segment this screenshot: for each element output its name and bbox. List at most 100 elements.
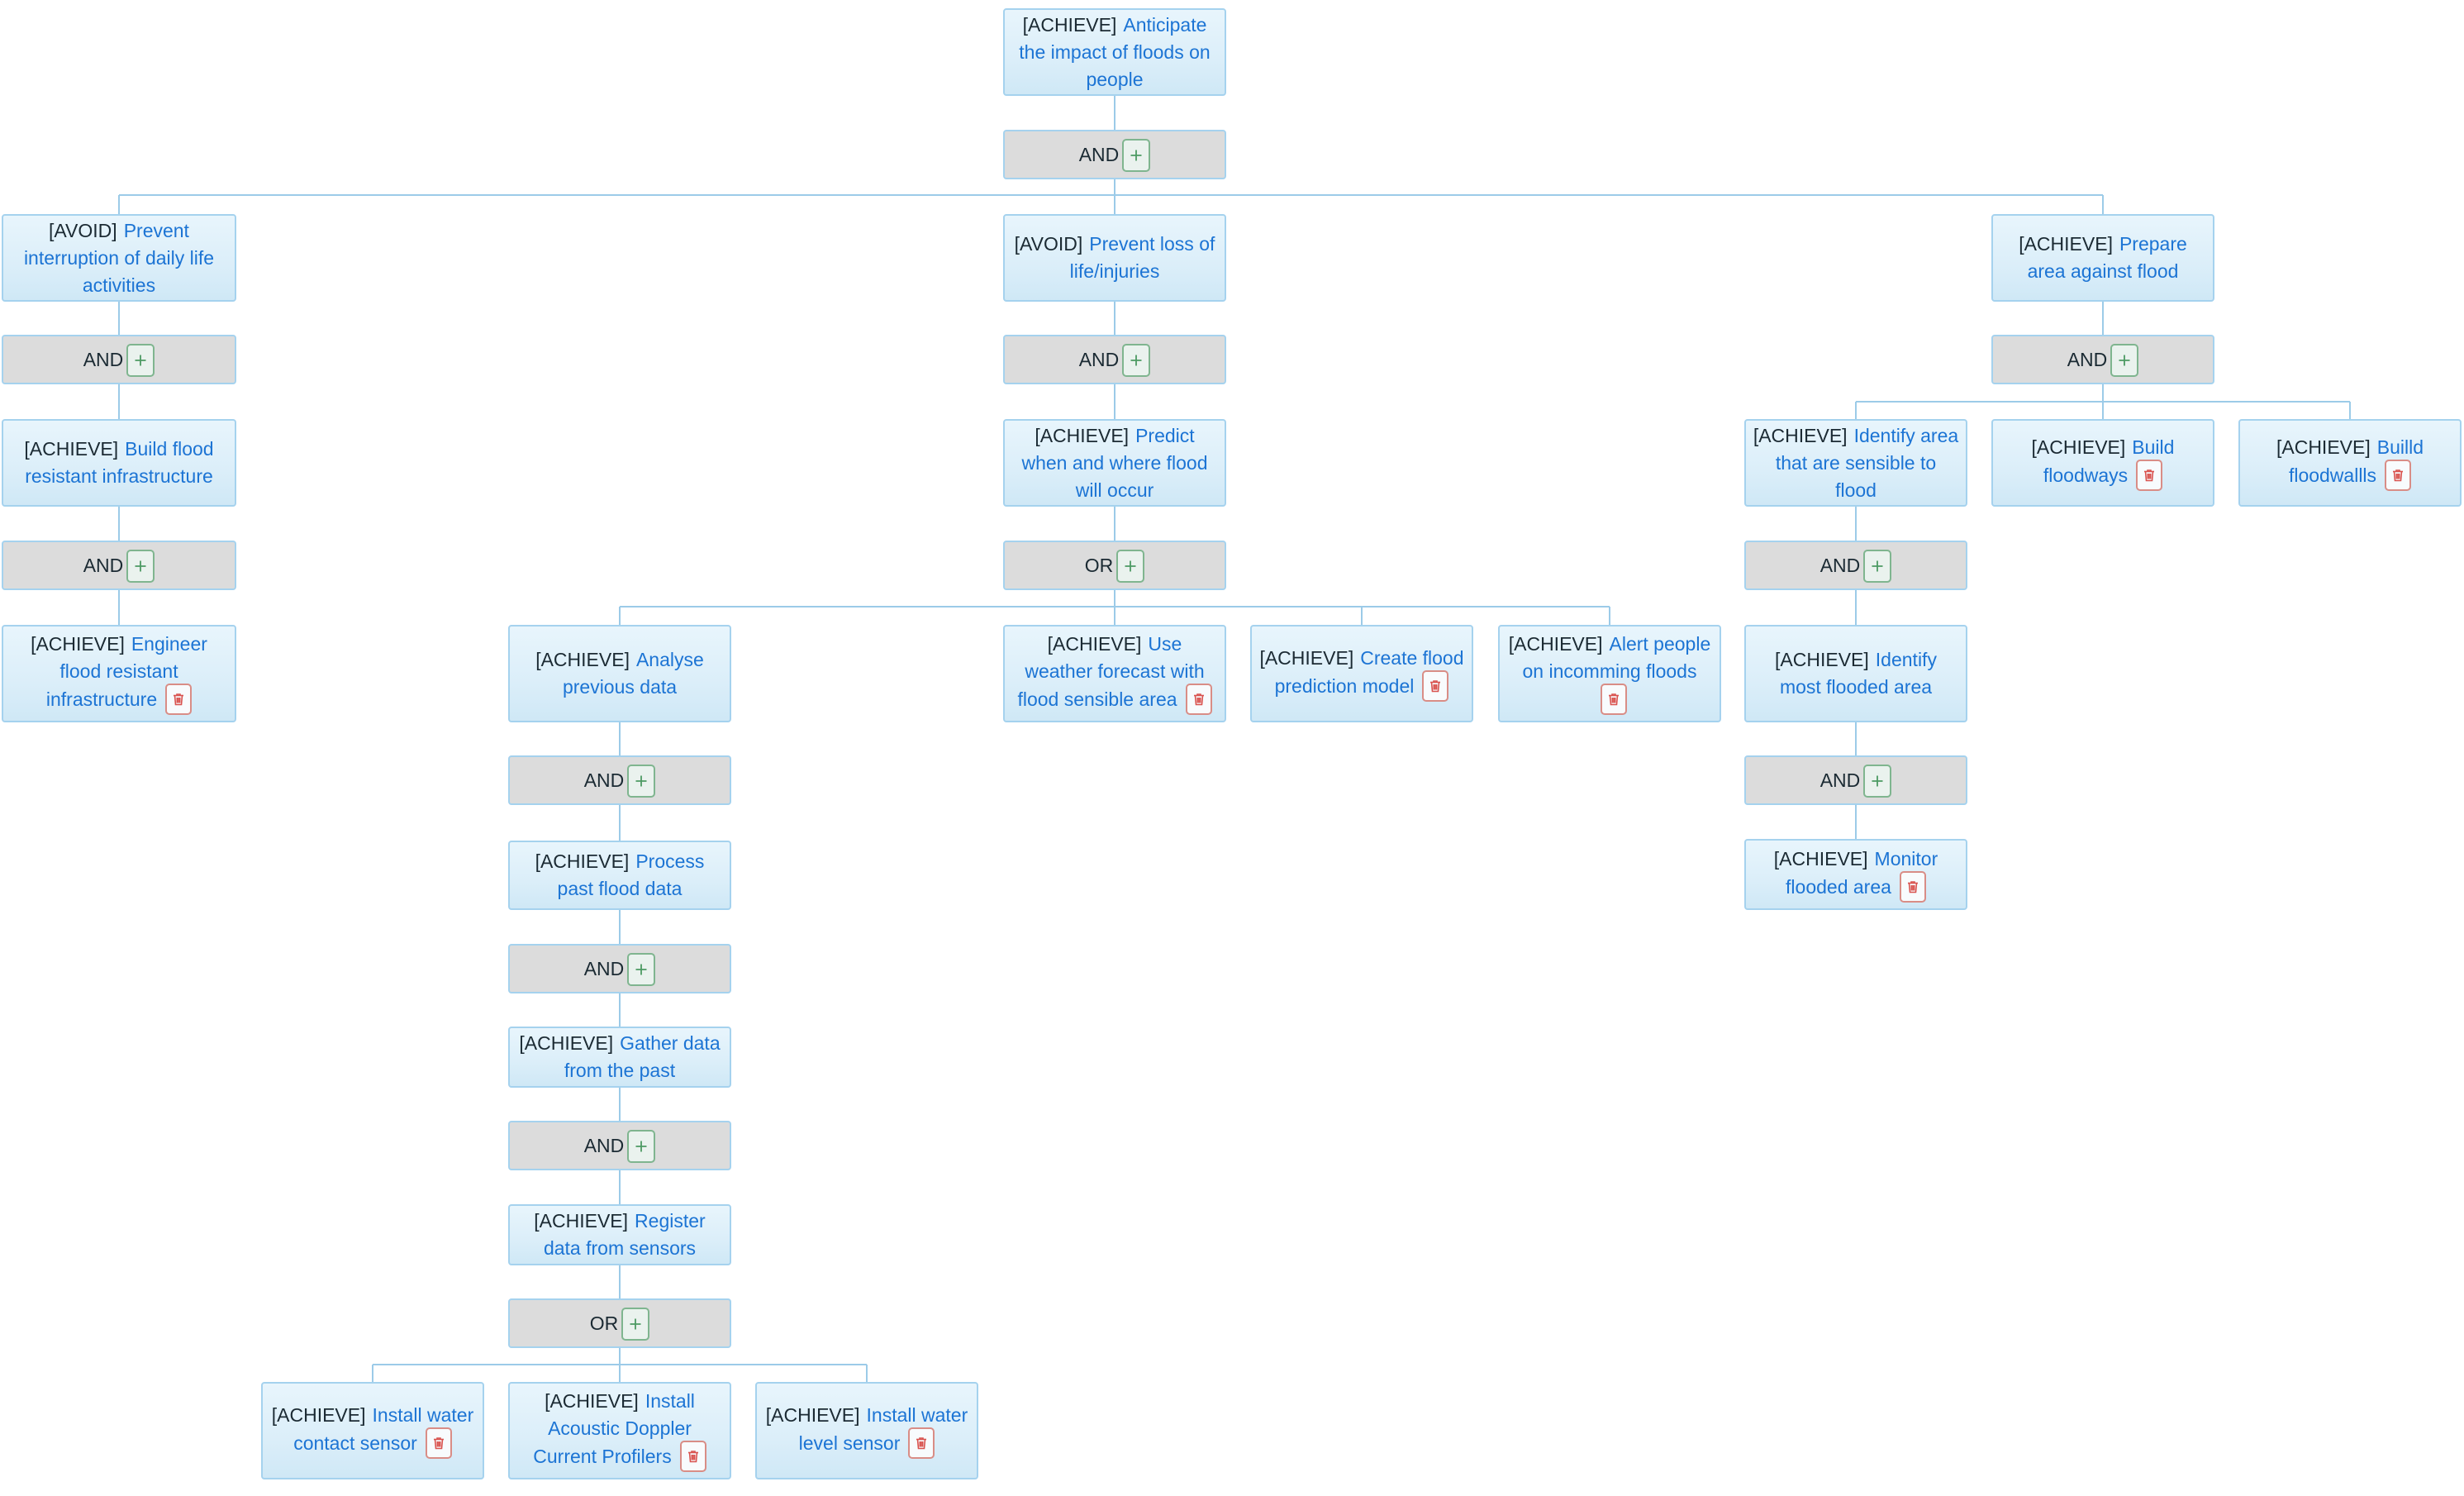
goal-node-contact[interactable]: [ACHIEVE]Install water contact sensor	[261, 1382, 484, 1479]
goal-type-label: [ACHIEVE]	[1035, 424, 1130, 446]
operator-label: AND	[583, 1134, 625, 1156]
trash-icon[interactable]	[425, 1427, 452, 1459]
goal-type-label: [ACHIEVE]	[2031, 436, 2126, 458]
goal-type-label: [ACHIEVE]	[545, 1390, 639, 1412]
goal-title[interactable]: Builld floodwallls	[2288, 436, 2424, 486]
plus-icon[interactable]	[621, 1308, 650, 1341]
goal-title[interactable]: Register data from sensors	[543, 1210, 706, 1259]
goal-type-label: [ACHIEVE]	[1773, 847, 1868, 869]
goal-type-label: [ACHIEVE]	[24, 438, 119, 460]
goal-title[interactable]: Install Acoustic Doppler Current Profile…	[533, 1390, 695, 1468]
trash-icon[interactable]	[2136, 459, 2163, 491]
goal-title[interactable]: Prepare area against flood	[2027, 233, 2187, 282]
operator-label: AND	[83, 554, 124, 576]
trash-icon[interactable]	[165, 684, 193, 715]
plus-icon[interactable]	[2110, 344, 2139, 377]
goal-node-alert[interactable]: [ACHIEVE]Alert people on incomming flood…	[1498, 625, 1721, 722]
goal-title[interactable]: Process past flood data	[557, 850, 705, 899]
goal-node-engineer[interactable]: [ACHIEVE]Engineer flood resistant infras…	[2, 625, 236, 722]
trash-icon[interactable]	[679, 1441, 706, 1472]
goal-node-floodwalls[interactable]: [ACHIEVE]Builld floodwallls	[2238, 419, 2462, 507]
goal-title[interactable]: Prevent interruption of daily life activ…	[23, 219, 215, 296]
goal-type-label: [ACHIEVE]	[535, 850, 630, 872]
goal-type-label: [ACHIEVE]	[765, 1403, 860, 1426]
operator-label: AND	[1078, 143, 1120, 165]
operator-label: AND	[1078, 348, 1120, 370]
goal-title[interactable]: Engineer flood resistant infrastructure	[45, 633, 207, 711]
goal-type-label: [ACHIEVE]	[519, 1032, 614, 1054]
goal-node-monitor[interactable]: [ACHIEVE]Monitor flooded area	[1744, 839, 1967, 910]
operator-label: AND	[1819, 554, 1861, 576]
goal-title[interactable]: Prevent loss of life/injuries	[1069, 233, 1215, 282]
goal-type-label: [ACHIEVE]	[1508, 633, 1603, 655]
goal-title[interactable]: Identify most flooded area	[1779, 649, 1937, 698]
goal-node-analyse[interactable]: [ACHIEVE]Analyse previous data	[508, 625, 731, 722]
goal-title[interactable]: Install water level sensor	[798, 1403, 968, 1454]
goal-title[interactable]: Analyse previous data	[562, 649, 704, 698]
goal-node-build_infra[interactable]: [ACHIEVE]Build flood resistant infrastru…	[2, 419, 236, 507]
goal-title[interactable]: Gather data from the past	[564, 1032, 721, 1081]
plus-icon[interactable]	[126, 344, 155, 377]
goal-title[interactable]: Build floodways	[2043, 436, 2175, 486]
goal-node-predict[interactable]: [ACHIEVE]Predict when and where flood wi…	[1003, 419, 1226, 507]
operator-label: AND	[583, 769, 625, 791]
operator-node-predict: OR	[1003, 541, 1226, 590]
goal-title[interactable]: Alert people on incomming floods	[1522, 633, 1711, 682]
goal-title[interactable]: Anticipate the impact of floods on peopl…	[1019, 13, 1211, 90]
goal-node-interruption[interactable]: [AVOID]Prevent interruption of daily lif…	[2, 214, 236, 302]
goal-type-label: [AVOID]	[1014, 233, 1083, 255]
operator-node-process: AND	[508, 944, 731, 993]
plus-icon[interactable]	[1863, 550, 1892, 583]
plus-icon[interactable]	[126, 550, 155, 583]
operator-node-gather: AND	[508, 1121, 731, 1170]
operator-node-build_infra: AND	[2, 541, 236, 590]
goal-node-identify[interactable]: [ACHIEVE]Identify area that are sensible…	[1744, 419, 1967, 507]
operator-node-register: OR	[508, 1298, 731, 1348]
plus-icon[interactable]	[627, 765, 656, 798]
operator-node-root: AND	[1003, 130, 1226, 179]
goal-type-label: [ACHIEVE]	[534, 1210, 629, 1232]
trash-icon[interactable]	[1601, 684, 1627, 715]
plus-icon[interactable]	[627, 1130, 656, 1163]
trash-icon[interactable]	[1899, 870, 1926, 903]
goal-title[interactable]: Predict when and where flood will occur	[1021, 424, 1208, 501]
plus-icon[interactable]	[1122, 344, 1151, 377]
goal-title[interactable]: Monitor flooded area	[1786, 847, 1938, 898]
goal-type-label: [ACHIEVE]	[2276, 436, 2371, 458]
goal-node-process[interactable]: [ACHIEVE]Process past flood data	[508, 841, 731, 910]
goal-type-label: [ACHIEVE]	[2019, 233, 2113, 255]
trash-icon[interactable]	[1422, 669, 1449, 702]
operator-node-analyse: AND	[508, 755, 731, 805]
trash-icon[interactable]	[1185, 684, 1212, 715]
goal-node-level[interactable]: [ACHIEVE]Install water level sensor	[755, 1382, 978, 1479]
operator-label: AND	[83, 348, 124, 370]
goal-node-model[interactable]: [ACHIEVE]Create flood prediction model	[1250, 625, 1473, 722]
goal-node-loss[interactable]: [AVOID]Prevent loss of life/injuries	[1003, 214, 1226, 302]
goal-node-prepare[interactable]: [ACHIEVE]Prepare area against flood	[1991, 214, 2214, 302]
goal-title[interactable]: Create flood prediction model	[1274, 646, 1464, 697]
goal-type-label: [ACHIEVE]	[1022, 13, 1117, 36]
goal-type-label: [ACHIEVE]	[1259, 646, 1354, 669]
goal-node-root[interactable]: [ACHIEVE]Anticipate the impact of floods…	[1003, 8, 1226, 96]
goal-type-label: [ACHIEVE]	[1047, 633, 1142, 655]
trash-icon[interactable]	[2385, 459, 2412, 491]
operator-label: AND	[583, 957, 625, 979]
goal-title[interactable]: Use weather forecast with flood sensible…	[1017, 633, 1205, 711]
plus-icon[interactable]	[1863, 765, 1892, 798]
goal-node-weather[interactable]: [ACHIEVE]Use weather forecast with flood…	[1003, 625, 1226, 722]
goal-node-register[interactable]: [ACHIEVE]Register data from sensors	[508, 1204, 731, 1265]
trash-icon[interactable]	[908, 1427, 935, 1459]
plus-icon[interactable]	[627, 953, 656, 986]
operator-label: AND	[1819, 769, 1861, 791]
plus-icon[interactable]	[1116, 550, 1145, 583]
goal-title[interactable]: Build flood resistant infrastructure	[25, 438, 214, 487]
goal-node-floodways[interactable]: [ACHIEVE]Build floodways	[1991, 419, 2214, 507]
goal-title[interactable]: Identify area that are sensible to flood	[1775, 424, 1959, 501]
plus-icon[interactable]	[1122, 139, 1151, 172]
goal-node-gather[interactable]: [ACHIEVE]Gather data from the past	[508, 1027, 731, 1088]
goal-node-doppler[interactable]: [ACHIEVE]Install Acoustic Doppler Curren…	[508, 1382, 731, 1479]
goal-node-most[interactable]: [ACHIEVE]Identify most flooded area	[1744, 625, 1967, 722]
goal-title[interactable]: Install water contact sensor	[293, 1403, 474, 1454]
operator-node-prepare: AND	[1991, 335, 2214, 384]
